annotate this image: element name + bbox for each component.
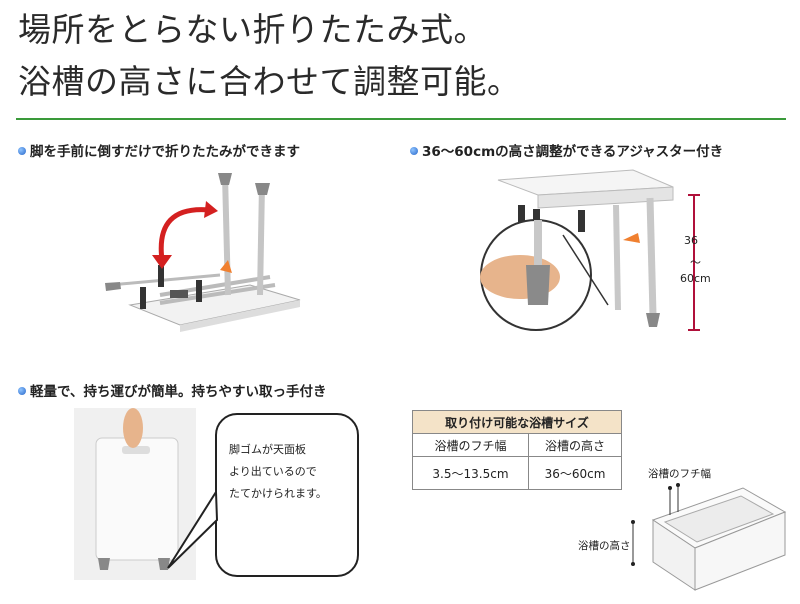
tub-height-label: 浴槽の高さ bbox=[578, 540, 631, 552]
feature-fold-text: 脚を手前に倒すだけで折りたたみができます bbox=[30, 144, 300, 160]
bubble-text-line-1: 脚ゴムが天面板 bbox=[229, 443, 306, 456]
feature-adjust-heading: 36～60cmの高さ調整ができるアジャスター付き bbox=[410, 140, 723, 160]
feature-fold-heading: 脚を手前に倒すだけで折りたたみができます bbox=[18, 140, 300, 160]
bullet-icon bbox=[410, 147, 418, 155]
value-tub-height: 36～60cm bbox=[527, 456, 623, 490]
green-divider bbox=[16, 118, 786, 120]
bullet-icon bbox=[18, 387, 26, 395]
bathtub-illustration bbox=[631, 483, 787, 591]
speech-bubble-tail bbox=[167, 490, 219, 569]
bubble-text-line-3: たてかけられます。 bbox=[229, 487, 327, 500]
feature-carry-heading: 軽量で、持ち運びが簡単。持ちやすい取っ手付き bbox=[18, 380, 326, 400]
height-scale-bottom: 60cm bbox=[680, 272, 711, 285]
folding-chair-illustration bbox=[105, 173, 301, 332]
table-caption: 取り付け可能な浴槽サイズ bbox=[412, 410, 622, 434]
adjuster-illustration bbox=[480, 169, 700, 331]
height-scale-tilde: ～ bbox=[690, 256, 701, 269]
headline-line-2: 浴槽の高さに合わせて調整可能。 bbox=[18, 62, 521, 101]
bubble-text-line-2: より出ているので bbox=[229, 465, 317, 478]
feature-carry-text: 軽量で、持ち運びが簡単。持ちやすい取っ手付き bbox=[30, 384, 327, 400]
feature-adjust-text: 36～60cmの高さ調整ができるアジャスター付き bbox=[422, 144, 724, 160]
height-scale-top: 36 bbox=[684, 234, 698, 247]
header-rim-width: 浴槽のフチ幅 bbox=[412, 433, 529, 457]
carry-photo-illustration bbox=[74, 408, 196, 580]
value-rim-width: 3.5～13.5cm bbox=[412, 456, 529, 490]
tub-size-table: 取り付け可能な浴槽サイズ 浴槽のフチ幅 浴槽の高さ 3.5～13.5cm 36～… bbox=[412, 410, 623, 490]
headline-line-1: 場所をとらない折りたたみ式。 bbox=[18, 10, 487, 49]
tub-rim-label: 浴槽のフチ幅 bbox=[648, 468, 711, 480]
header-tub-height: 浴槽の高さ bbox=[527, 433, 623, 457]
bullet-icon bbox=[18, 147, 26, 155]
